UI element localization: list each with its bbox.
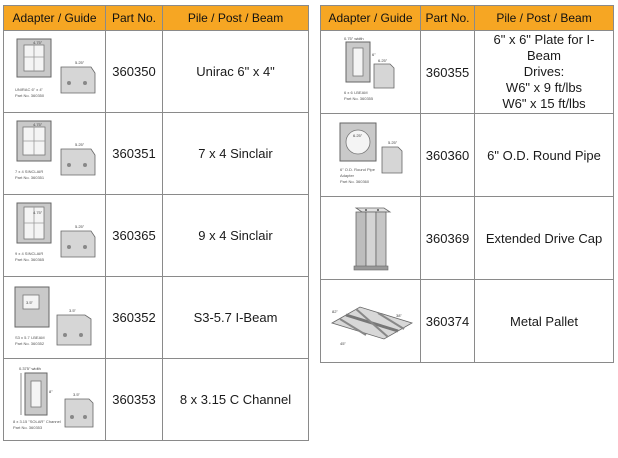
image-caption: Part No. 360350 — [15, 93, 45, 98]
pile-description: 7 x 4 Sinclair — [162, 112, 309, 195]
dimension-label: 6.25" — [353, 133, 363, 138]
dimension-label: 38" — [396, 313, 402, 318]
image-caption: Part No. 360355 — [344, 96, 374, 101]
image-caption: Part No. 360351 — [15, 175, 45, 180]
dimension-label: 4.75" — [33, 210, 43, 215]
header-part-no: Part No. — [420, 5, 475, 31]
image-caption: Part No. 360352 — [15, 341, 45, 346]
image-caption: Part No. 360360 — [340, 179, 370, 184]
dimension-label: 4.75" — [33, 122, 43, 127]
table-row: 3.5" 3.5" S3 x 5.7 I-BEAM Part No. 36035… — [3, 276, 309, 359]
image-caption: Part No. 360353 — [13, 425, 43, 430]
table-row: 0.375" width 8" 3.5" 8 x 3.15 "SOLAR" Ch… — [3, 358, 309, 441]
adapter-plate-image: 4.75" 5.25" UNIRAC 6" x 4" Part No. 3603… — [15, 38, 95, 98]
header-pile: Pile / Post / Beam — [474, 5, 614, 31]
pile-description: Metal Pallet — [474, 279, 614, 363]
adapter-image-cell: 6.25" 5.25" 6" O.D. Round Pipe Adapter P… — [320, 113, 421, 197]
dimension-label: 5.25" — [75, 60, 85, 65]
part-number: 360360 — [420, 113, 475, 197]
table-row: 6.25" 5.25" 6" O.D. Round Pipe Adapter P… — [320, 113, 614, 197]
dimension-label: 5.25" — [388, 140, 398, 145]
table-row: 0.75" width 6" 6.25" 6 x 6 I-BEAM Part N… — [320, 30, 614, 114]
part-number: 360353 — [105, 358, 163, 441]
dimension-label: 4.75" — [33, 40, 43, 45]
dimension-label: 8" — [49, 389, 53, 394]
adapter-table-right: Adapter / Guide Part No. Pile / Post / B… — [320, 5, 614, 363]
image-caption: S3 x 5.7 I-BEAM — [15, 335, 45, 340]
pile-line: Drives: — [523, 64, 565, 79]
pile-line: W6" x 15 ft/lbs — [502, 96, 586, 111]
adapter-image-cell: 0.75" width 6" 6.25" 6 x 6 I-BEAM Part N… — [320, 30, 421, 114]
dimension-label: 3.5" — [26, 300, 34, 305]
pile-description: Unirac 6" x 4" — [162, 30, 309, 113]
dimension-label: 3.5" — [73, 392, 81, 397]
part-number: 360350 — [105, 30, 163, 113]
header-pile: Pile / Post / Beam — [162, 5, 309, 31]
pile-description: 9 x 4 Sinclair — [162, 194, 309, 277]
drive-cap-image — [353, 207, 391, 271]
table-row: 360369 Extended Drive Cap — [320, 196, 614, 280]
adapter-plate-image: 4.75" 5.25" 7 x 4 SINCLAIR Part No. 3603… — [15, 120, 95, 180]
dimension-label: 6" — [372, 52, 376, 57]
header-adapter: Adapter / Guide — [320, 5, 421, 31]
adapter-image-cell: 4.75" 5.25" 9 x 4 SINCLAIR Part No. 3603… — [3, 194, 106, 277]
part-number: 360365 — [105, 194, 163, 277]
adapter-image-cell — [320, 196, 421, 280]
table-header-row: Adapter / Guide Part No. Pile / Post / B… — [320, 5, 614, 31]
adapter-image-cell: 4.75" 5.25" 7 x 4 SINCLAIR Part No. 3603… — [3, 112, 106, 195]
dimension-label: 82" — [332, 309, 338, 314]
part-number: 360351 — [105, 112, 163, 195]
header-part-no: Part No. — [105, 5, 163, 31]
adapter-plate-image: 6.25" 5.25" 6" O.D. Round Pipe Adapter P… — [339, 122, 402, 184]
table-row: 4.75" 5.25" 9 x 4 SINCLAIR Part No. 3603… — [3, 194, 309, 277]
part-number: 360352 — [105, 276, 163, 359]
part-number: 360355 — [420, 30, 475, 114]
table-row: 4.75" 5.25" 7 x 4 SINCLAIR Part No. 3603… — [3, 112, 309, 195]
pile-description: Extended Drive Cap — [474, 196, 614, 280]
pile-line: W6" x 9 ft/lbs — [505, 80, 583, 95]
image-caption: 6" O.D. Round Pipe — [340, 167, 376, 172]
table-row: 4.75" 5.25" UNIRAC 6" x 4" Part No. 3603… — [3, 30, 309, 113]
dimension-label: 0.75" width — [344, 36, 364, 41]
adapter-plate-image: 3.5" 3.5" S3 x 5.7 I-BEAM Part No. 36035… — [14, 286, 91, 346]
dimension-label: 5.25" — [75, 142, 85, 147]
part-number: 360374 — [420, 279, 475, 363]
dimension-label: 3.5" — [69, 308, 77, 313]
adapter-image-cell: 4.75" 5.25" UNIRAC 6" x 4" Part No. 3603… — [3, 30, 106, 113]
adapter-plate-image: 0.75" width 6" 6.25" 6 x 6 I-BEAM Part N… — [344, 36, 394, 101]
dimension-label: 0.375" width — [19, 366, 41, 371]
adapter-image-cell: 82" 38" 45" — [320, 279, 421, 363]
dimension-label: 5.25" — [75, 224, 85, 229]
adapter-plate-image: 4.75" 5.25" 9 x 4 SINCLAIR Part No. 3603… — [15, 202, 95, 262]
table-header-row: Adapter / Guide Part No. Pile / Post / B… — [3, 5, 309, 31]
pile-description: S3-5.7 I-Beam — [162, 276, 309, 359]
image-caption: 9 x 4 SINCLAIR — [15, 251, 43, 256]
pile-line: 6" x 6" Plate for I-Beam — [493, 32, 595, 63]
table-row: 82" 38" 45" 360374 Metal Pallet — [320, 279, 614, 363]
pile-description: 6" O.D. Round Pipe — [474, 113, 614, 197]
dimension-label: 6.25" — [378, 58, 388, 63]
adapter-table-left: Adapter / Guide Part No. Pile / Post / B… — [3, 5, 309, 441]
image-caption: Part No. 360365 — [15, 257, 45, 262]
image-caption: Adapter — [340, 173, 355, 178]
dimension-label: 45" — [340, 341, 346, 346]
pile-description: 8 x 3.15 C Channel — [162, 358, 309, 441]
image-caption: UNIRAC 6" x 4" — [15, 87, 44, 92]
image-caption: 6 x 6 I-BEAM — [344, 90, 368, 95]
adapter-image-cell: 0.375" width 8" 3.5" 8 x 3.15 "SOLAR" Ch… — [3, 358, 106, 441]
image-caption: 8 x 3.15 "SOLAR" Channel — [13, 419, 61, 424]
adapter-plate-image: 0.375" width 8" 3.5" 8 x 3.15 "SOLAR" Ch… — [13, 366, 93, 430]
pile-description: 6" x 6" Plate for I-Beam Drives: W6" x 9… — [474, 30, 614, 114]
metal-pallet-image: 82" 38" 45" — [330, 306, 413, 346]
adapter-image-cell: 3.5" 3.5" S3 x 5.7 I-BEAM Part No. 36035… — [3, 276, 106, 359]
part-number: 360369 — [420, 196, 475, 280]
header-adapter: Adapter / Guide — [3, 5, 106, 31]
image-caption: 7 x 4 SINCLAIR — [15, 169, 43, 174]
